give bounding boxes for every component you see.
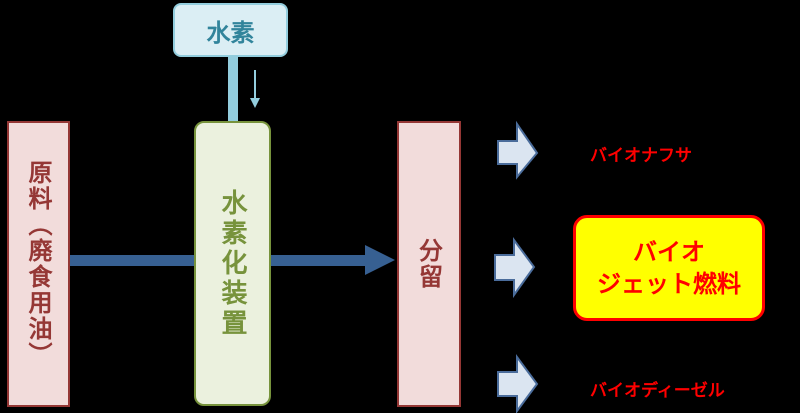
jet-fuel-box: バイオ ジェット燃料 — [573, 215, 765, 321]
hydrogen-feed-arrow — [250, 70, 260, 108]
main-flow-arrow — [70, 245, 395, 275]
jet-fuel-arrow — [494, 236, 536, 299]
hydrotreater-label: 水素化装置 — [217, 188, 247, 339]
feedstock-label: 原料（廃食用油） — [24, 160, 52, 368]
distillation-box: 分留 — [397, 121, 461, 407]
jet-fuel-line1: バイオ — [633, 237, 705, 266]
diesel-arrow — [497, 353, 539, 413]
jet-fuel-line2: ジェット燃料 — [597, 270, 741, 298]
feedstock-box: 原料（廃食用油） — [7, 121, 70, 407]
diesel-label: バイオディーゼル — [590, 381, 725, 401]
naphtha-label: バイオナフサ — [590, 146, 692, 166]
hydrogen-pipe — [228, 57, 238, 123]
distillation-label: 分留 — [414, 238, 443, 290]
naphtha-arrow — [497, 120, 539, 180]
hydrogen-box: 水素 — [173, 3, 288, 57]
hydrotreater-box: 水素化装置 — [194, 121, 271, 406]
hydrogen-label: 水素 — [206, 18, 255, 47]
